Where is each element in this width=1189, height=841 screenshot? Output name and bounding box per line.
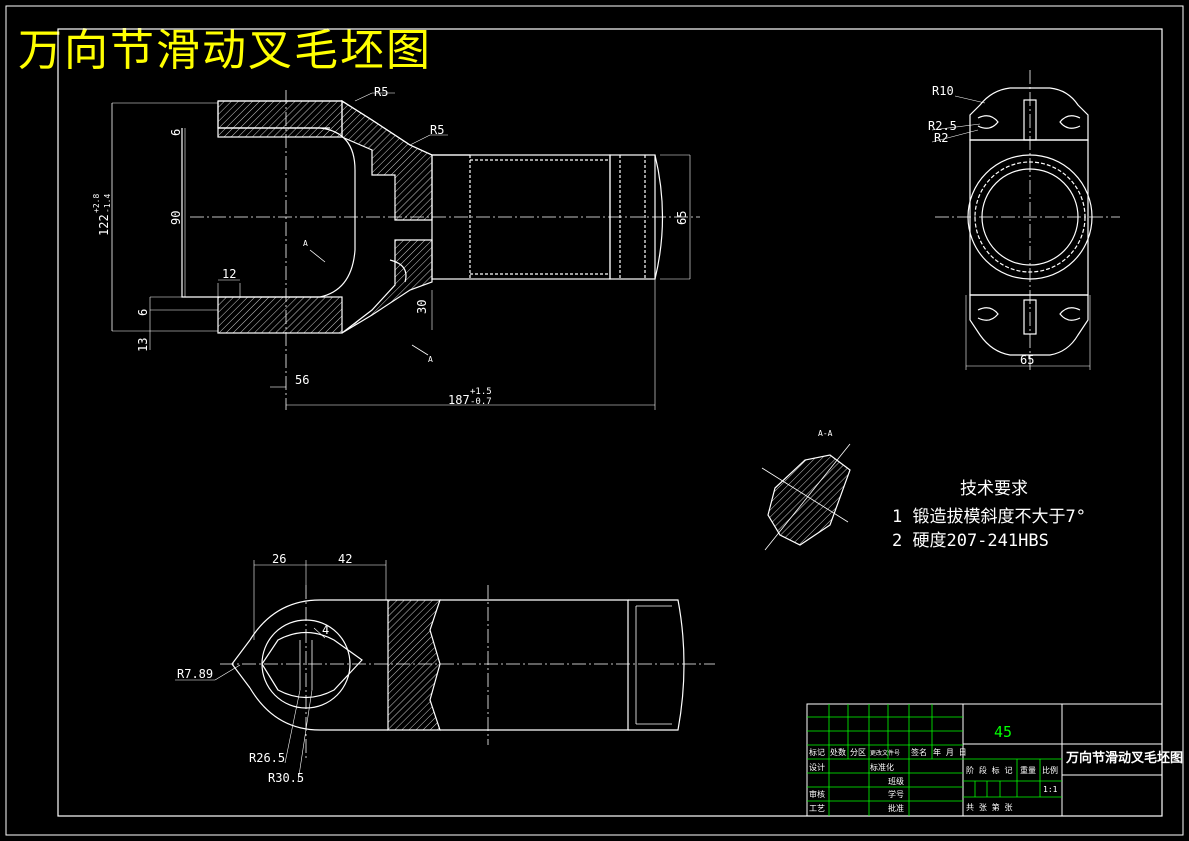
- tb-standard: 标准化: [870, 762, 894, 772]
- dim-r5-mid: R5: [430, 123, 444, 137]
- tb-sheets: 共 张 第 张: [966, 802, 1012, 812]
- title-block-text: 45 万向节滑动叉毛坯图 标记 处数 分区 更改文件号 签名 年 月 日 设计 …: [809, 723, 1183, 813]
- top-view: [175, 560, 715, 783]
- section-mark-a2: A: [428, 355, 433, 364]
- dim-122-tol-lower: -1.4: [103, 194, 112, 213]
- dim-65-right: 65: [1020, 353, 1034, 367]
- tb-sign: 签名: [911, 747, 927, 757]
- technical-requirements: 技术要求 1 锻造拔模斜度不大于7° 2 硬度207-241HBS: [892, 479, 1086, 551]
- section-mark-a1: A: [303, 239, 308, 248]
- dim-4: 4: [322, 623, 329, 637]
- top-view-dimensions: 26 42 4 R7.89 R26.5 R30.5: [177, 552, 352, 785]
- dim-r10: R10: [932, 84, 954, 98]
- material: 45: [994, 723, 1012, 741]
- tb-scale-val: 1:1: [1043, 785, 1058, 794]
- dim-6: 6: [169, 129, 183, 136]
- tb-date: 年 月 日: [933, 747, 967, 757]
- title-block-name: 万向节滑动叉毛坯图: [1065, 750, 1183, 766]
- section-label: A-A: [818, 429, 833, 438]
- inner-border: [57, 28, 1163, 817]
- dim-r26-5: R26.5: [249, 751, 285, 765]
- dim-r5-top: R5: [374, 85, 388, 99]
- section-a-a: [761, 443, 851, 551]
- tb-count: 处数: [830, 747, 846, 757]
- dim-122: 122: [97, 214, 111, 236]
- dim-6b: 6: [136, 309, 150, 316]
- tb-weight: 重量: [1020, 765, 1036, 775]
- front-view: [111, 90, 700, 410]
- tb-scale: 比例: [1042, 765, 1058, 775]
- front-view-dimensions: R5 R5 6 90 122 +2.8 -1.4 12 6 13 30 56 1…: [92, 85, 689, 407]
- tb-student-no: 学号: [888, 789, 904, 799]
- dim-90: 90: [169, 211, 183, 225]
- tb-mark: 标记: [809, 747, 825, 757]
- side-view: [931, 70, 1120, 370]
- dim-r7-89: R7.89: [177, 667, 213, 681]
- requirements-heading: 技术要求: [960, 479, 1028, 499]
- dim-26: 26: [272, 552, 286, 566]
- tb-stage: 阶 段 标 记: [966, 765, 1012, 775]
- requirement-2: 2 硬度207-241HBS: [892, 531, 1049, 551]
- dim-12: 12: [222, 267, 236, 281]
- dim-187: 187: [448, 393, 470, 407]
- tb-process: 工艺: [809, 804, 825, 813]
- tb-reviewer: 审核: [809, 789, 825, 799]
- dim-65: 65: [675, 211, 689, 225]
- tb-class: 班级: [888, 776, 904, 786]
- tb-zone: 分区: [850, 748, 866, 757]
- dim-56: 56: [295, 373, 309, 387]
- tb-designer: 设计: [809, 762, 825, 772]
- drawing-title: 万向节滑动叉毛坯图: [18, 25, 432, 76]
- dim-30: 30: [415, 300, 429, 314]
- dim-13: 13: [136, 338, 150, 352]
- dim-187-tol-lower: -0.7: [470, 397, 492, 407]
- dim-r2-5: R2.5: [928, 119, 957, 133]
- dim-122-tol-upper: +2.8: [92, 194, 101, 213]
- requirement-1: 1 锻造拔模斜度不大于7°: [892, 507, 1086, 527]
- tb-approve: 批准: [888, 803, 904, 813]
- dim-187-tol-upper: +1.5: [470, 387, 492, 397]
- dim-42: 42: [338, 552, 352, 566]
- title-block-grid: [807, 704, 1062, 816]
- dim-r2: R2: [934, 131, 948, 145]
- outer-border: [5, 5, 1184, 836]
- tb-docno: 更改文件号: [870, 749, 900, 757]
- side-view-dimensions: R10 R2.5 R2 65: [928, 84, 1034, 367]
- dim-r30-5: R30.5: [268, 771, 304, 785]
